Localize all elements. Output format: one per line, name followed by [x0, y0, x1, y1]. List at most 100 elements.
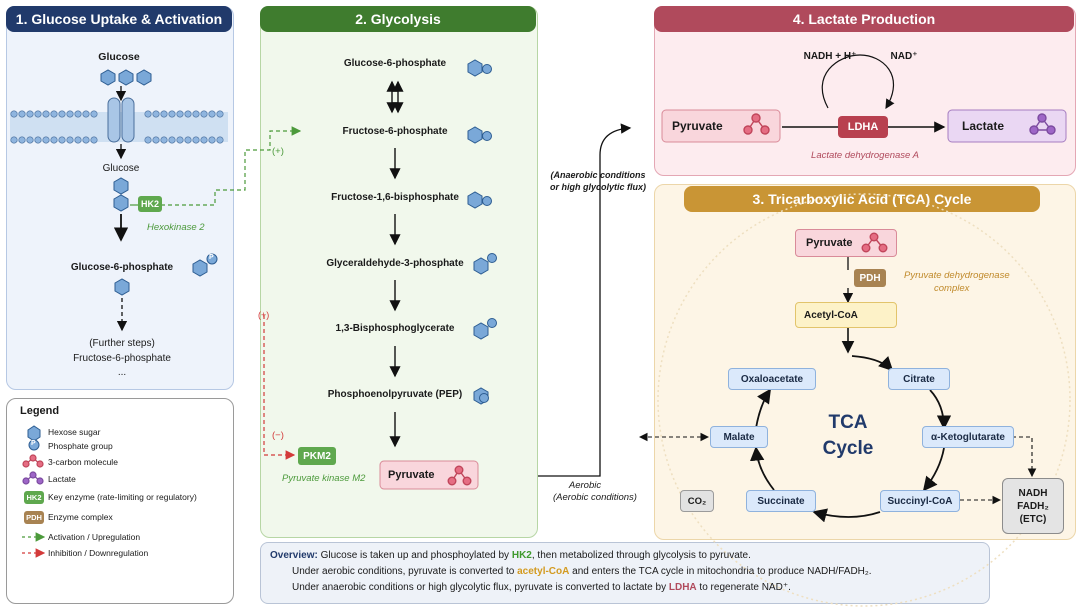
overview-ldha: LDHA: [668, 582, 697, 593]
glucose-hexagon-icon: [113, 177, 129, 195]
succinate-node: Succinate: [746, 490, 816, 512]
etc-box: NADH FADH₂ (ETC): [1002, 478, 1064, 534]
legend-three-carbon-label: 3-carbon molecule: [48, 457, 118, 467]
legend-phosphate-icon: [28, 439, 40, 451]
pkm2-name-label: Pyruvate kinase M2: [282, 473, 366, 484]
etc-fadh2-label: FADH₂: [1017, 500, 1049, 512]
step-fructose-6-phosphate: Fructose-6-phosphate: [342, 126, 448, 137]
alpha-ketoglutarate-node: α-Ketoglutarate: [922, 426, 1014, 448]
acetyl-coa-label: Acetyl-CoA: [804, 309, 858, 321]
g6p-hexagon-icon: [192, 259, 208, 277]
aerobic-label-1: Aerobic: [568, 480, 602, 491]
g6p-icon: [467, 59, 483, 77]
step-phosphoenolpyruvate: Phosphoenolpyruvate (PEP): [327, 389, 463, 400]
step-1-3-bisphosphoglycerate: 1,3-Bisphosphoglycerate: [335, 323, 455, 334]
panel-2-title: 2. Glycolysis: [260, 6, 536, 32]
overview-l2a: Under aerobic conditions, pyruvate is co…: [292, 566, 518, 577]
bpg-icon: [473, 322, 489, 340]
pkm2-enzyme-badge: PKM2: [298, 447, 336, 465]
step-glyceraldehyde-3-phosphate: Glyceraldehyde-3-phosphate: [326, 258, 464, 269]
overview-l3c: to regenerate NAD⁺.: [696, 582, 791, 593]
tca-center-label-2: Cycle: [822, 438, 874, 459]
panel-1-title: 1. Glucose Uptake & Activation: [6, 6, 232, 32]
inhibition-minus-label: (−): [272, 430, 284, 441]
g6p-label: Glucose-6-phosphate: [70, 262, 174, 273]
overview-box: [260, 542, 990, 604]
hk2-enzyme-badge: HK2: [138, 196, 162, 212]
nadh-label: NADH + H⁺: [803, 51, 857, 62]
succinyl-coa-node: Succinyl-CoA: [880, 490, 960, 512]
f6p-icon: [467, 126, 483, 144]
step-glucose-6-phosphate: Glucose-6-phosphate: [343, 58, 447, 69]
glucose-inside-label: Glucose: [102, 163, 140, 174]
glucose-hexagon-icon: [100, 69, 152, 86]
legend-lactate-icon: [22, 471, 44, 485]
overview-line-2: Under aerobic conditions, pyruvate is co…: [292, 566, 872, 577]
anaerobic-label-1: (Anaerobic conditions: [550, 170, 646, 180]
glucose-hexagon-icon: [113, 194, 129, 212]
phosphate-p-label: P: [209, 254, 214, 261]
aerobic-label-2: (Aerobic conditions): [553, 492, 637, 503]
anaerobic-label-2: or high glycolytic flux): [549, 182, 647, 192]
three-carbon-icon: [861, 232, 888, 253]
hexagon-icon: [114, 278, 130, 296]
pdh-name-label-1: Pyruvate dehydrogenase: [904, 270, 1010, 281]
legend-lactate-label: Lactate: [48, 474, 76, 484]
nad-label: NAD⁺: [890, 51, 918, 62]
lactate-label: Lactate: [962, 119, 1005, 133]
overview-l1a: Glucose is taken up and phosphoylated by: [317, 550, 512, 561]
legend-phosphate-p-label: P: [31, 440, 36, 447]
legend-hexose-label: Hexose sugar: [48, 427, 101, 437]
legend-enzyme-complex-label: Enzyme complex: [48, 512, 113, 522]
pyruvate-box-lactate: [661, 109, 781, 143]
step-fructose-1-6-bisphosphate: Fructose-1,6-bisphosphate: [331, 192, 459, 203]
panel-4-title: 4. Lactate Production: [654, 6, 1074, 32]
legend-three-carbon-icon: [22, 454, 44, 468]
legend-hexose-icon: [27, 425, 41, 442]
lactate-box: [947, 109, 1067, 143]
legend-inhibition-label: Inhibition / Downregulation: [48, 548, 149, 558]
lactate-icon: [1029, 113, 1056, 135]
overview-line-3: Under anaerobic conditions or high glyco…: [292, 582, 791, 593]
pyruvate-label-lactate: Pyruvate: [672, 119, 723, 133]
ldha-name-label: Lactate dehydrogenase A: [811, 150, 919, 161]
panel-lactate-production: [654, 6, 1076, 176]
acetyl-coa-box: Acetyl-CoA: [795, 302, 897, 328]
pdh-enzyme-badge: PDH: [854, 269, 886, 287]
legend-pdh-badge: PDH: [24, 511, 44, 524]
overview-acetyl: acetyl-CoA: [517, 566, 570, 577]
legend-activation-label: Activation / Upregulation: [48, 532, 141, 542]
legend-key-enzyme-label: Key enzyme (rate-limiting or regulatory): [48, 492, 197, 502]
malate-node: Malate: [710, 426, 768, 448]
overview-hk2: HK2: [511, 550, 532, 561]
glucose-label: Glucose: [98, 51, 140, 63]
red-plus-label: (+): [258, 310, 270, 320]
ldha-enzyme-badge: LDHA: [838, 116, 888, 138]
pyruvate-box-tca: Pyruvate: [795, 229, 897, 257]
pyruvate-label-tca: Pyruvate: [806, 237, 853, 249]
legend-box: [6, 398, 234, 604]
hk2-name-label: Hexokinase 2: [147, 222, 205, 233]
ellipsis-label: ...: [117, 367, 127, 378]
etc-label: (ETC): [1019, 513, 1047, 525]
etc-nadh-label: NADH: [1018, 487, 1048, 499]
glucose-transporter-icon: [107, 97, 135, 143]
three-carbon-icon: [743, 113, 770, 135]
tca-center-label-1: TCA: [828, 412, 868, 433]
g3p-icon: [473, 257, 489, 275]
overview-l2c: and enters the TCA cycle in mitochondria…: [569, 566, 872, 577]
panel-3-title: 3. Tricarboxylic Acid (TCA) Cycle: [684, 186, 1040, 212]
legend-phosphate-label: Phosphate group: [48, 441, 113, 451]
overview-label: Overview:: [270, 550, 318, 561]
citrate-node: Citrate: [888, 368, 950, 390]
overview-l3a: Under anaerobic conditions or high glyco…: [292, 582, 669, 593]
co2-box: CO₂: [680, 490, 714, 512]
overview-line-1: Overview: Glucose is taken up and phosph…: [270, 550, 751, 561]
oxaloacetate-node: Oxaloacetate: [728, 368, 816, 390]
pyruvate-label-glycolysis: Pyruvate: [388, 469, 435, 481]
activation-plus-label: (+): [272, 146, 284, 157]
f16bp-icon: [467, 191, 483, 209]
pdh-name-label-2: complex: [934, 283, 970, 294]
